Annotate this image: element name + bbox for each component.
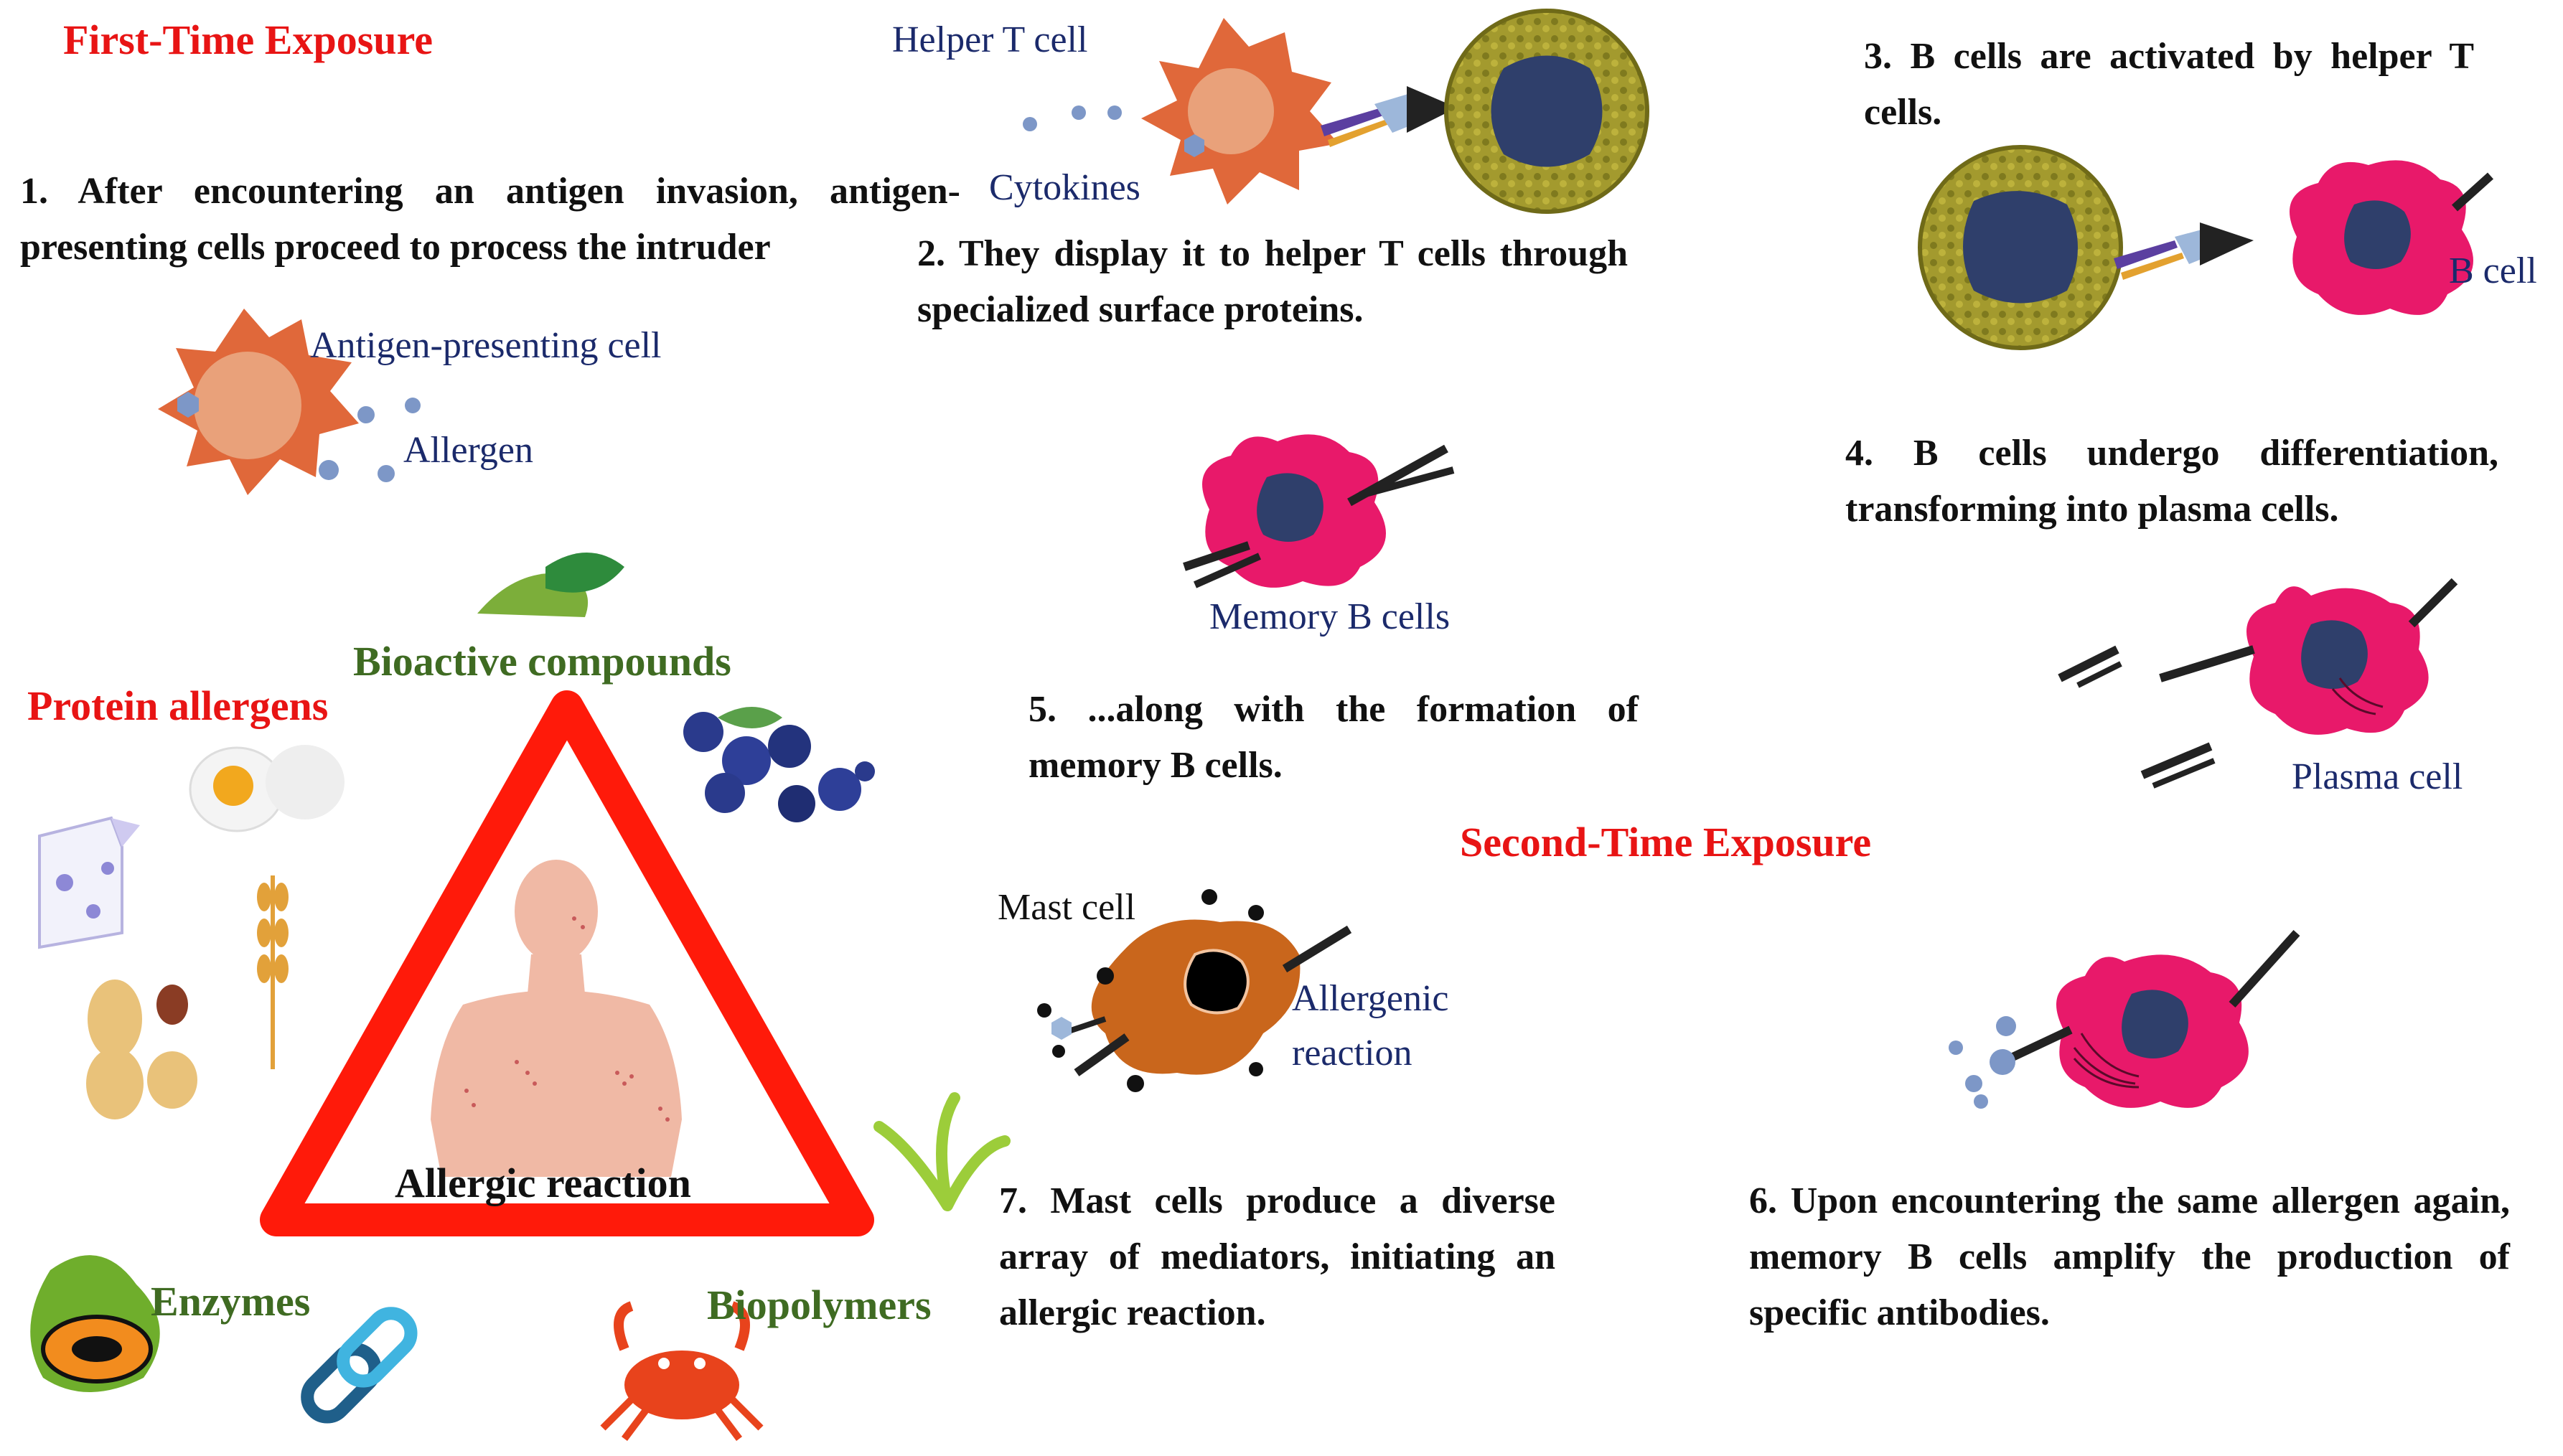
allergenic-reaction-label-line2: reaction [1292,1033,1412,1074]
b-cell-icon [2290,160,2494,315]
step-2-text: 2. They display it to helper T cells thr… [917,233,1628,330]
antigen-presenting-cell-icon [158,309,359,495]
antigen-presenting-cell-label: Antigen-presenting cell [310,325,662,366]
eggs-icon [189,745,345,832]
wheat-icon [257,875,289,1069]
biopolymers-label: Biopolymers [707,1282,932,1328]
protein-allergens-heading: Protein allergens [27,682,329,729]
allergen-label: Allergen [403,430,533,471]
first-time-exposure-heading: First-Time Exposure [63,17,434,63]
cytokine-dots-icon [1023,105,1122,131]
step-3-text: 3. B cells are activated by helper T cel… [1864,36,2474,133]
enzymes-label: Enzymes [151,1278,311,1325]
mast-cell-label: Mast cell [998,887,1136,928]
receptor-bridge-icon [1321,86,1457,147]
helper-t-cell-icon [1444,9,1649,214]
peanuts-icon [86,980,197,1119]
green-tea-icon [477,553,624,617]
allergen-dots-icon [1949,1016,2016,1109]
blueberries-icon [683,707,875,822]
memory-b-cell-amplify-icon [2007,929,2300,1108]
helper-t-cell-label: Helper T cell [892,19,1088,60]
apc-presenting-icon [1141,18,1339,205]
helper-t-cell-2-icon [1918,145,2123,350]
step-5-text: 5. ...along with the formation of memory… [1029,689,1639,786]
receptor-bridge-2-icon [2114,222,2254,280]
plasma-cell-icon [2058,578,2458,789]
step-1-text: 1. After encountering an antigen invasio… [20,171,960,268]
allergenic-reaction-label-line1: Allergenic [1292,978,1449,1019]
b-cell-label: B cell [2449,250,2537,291]
papaya-icon [30,1255,160,1392]
step-7-text: 7. Mast cells produce a diverse array of… [999,1180,1555,1333]
human-body-icon [431,860,682,1177]
step-6-text: 6. Upon encountering the same allergen a… [1749,1180,2510,1333]
mediator-granules-icon [1037,889,1264,1092]
allergic-reaction-label: Allergic reaction [395,1160,691,1206]
step-4-text: 4. B cells undergo differentiation, tran… [1845,433,2498,530]
allergen-icon [319,398,421,482]
mast-cell-icon [1051,919,1352,1076]
plasma-cell-label: Plasma cell [2292,756,2463,797]
second-time-exposure-heading: Second-Time Exposure [1460,819,1872,865]
crab-icon [600,1301,764,1441]
memory-b-cells-label: Memory B cells [1209,596,1451,637]
milk-carton-icon [38,816,140,949]
chain-link-icon [301,1307,418,1424]
warning-triangle-icon [260,690,874,1236]
seaweed-icon [873,1092,1011,1211]
bioactive-compounds-label: Bioactive compounds [353,638,731,685]
cytokines-label: Cytokines [989,167,1140,208]
memory-b-cell-icon [1183,434,1455,588]
